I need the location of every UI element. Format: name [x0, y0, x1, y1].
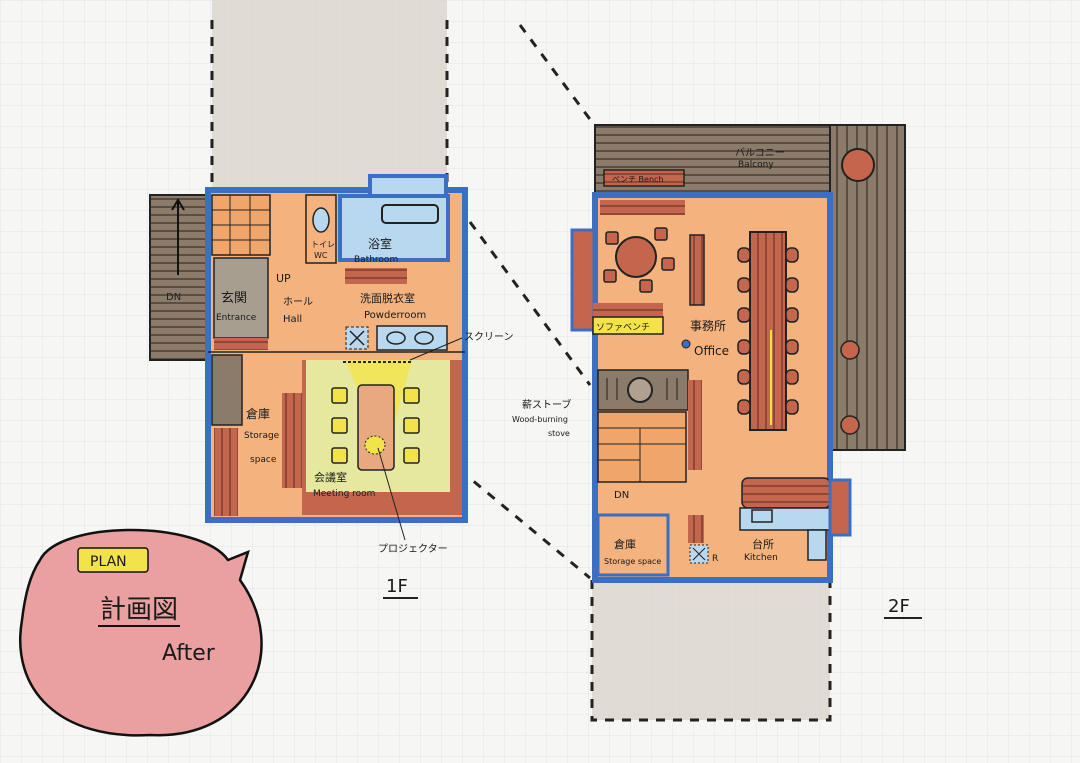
meeting-en-label: Meeting room: [313, 489, 375, 499]
storage1-en-label-2: space: [250, 455, 277, 465]
floor-2-plan: バルコニー Balcony ベンチ Bench ソファベンチ 事務所: [512, 124, 922, 619]
balcony-bench: [603, 169, 685, 187]
hall-en-label: Hall: [283, 314, 302, 325]
stove-top-icon: [807, 529, 827, 561]
office-en-label: Office: [694, 344, 729, 358]
powderroom-jp-label: 洗面脱衣室: [360, 291, 415, 305]
long-table: [749, 231, 787, 431]
kitchen-counter: [739, 507, 831, 531]
kitchen-en-label: Kitchen: [744, 553, 778, 563]
balcony-en-label: Balcony: [738, 160, 774, 170]
entrance-jp-label: 玄関: [221, 291, 247, 306]
bathroom-en-label: Bathroom: [354, 255, 398, 265]
sink-icon: [751, 509, 773, 523]
kitchen-island: [741, 477, 831, 509]
floor-1-plan: DN 玄関 Entrance UP ホール Hall トイレ WC 浴室 Bat…: [149, 174, 514, 599]
sofa-bench-label: ソファベンチ: [596, 322, 650, 333]
bathroom: [338, 194, 450, 262]
plan-tag: [77, 547, 149, 573]
hall-jp-label: ホール: [283, 296, 313, 308]
projector-note: プロジェクター: [378, 543, 448, 555]
bench-label: ベンチ Bench: [612, 175, 664, 184]
plan-badge: PLAN 計画図 After: [19, 528, 263, 737]
storage2-jp-label: 倉庫: [614, 537, 636, 551]
storage2-room: [596, 513, 670, 577]
speech-bubble: [19, 528, 263, 737]
office-jp-label: 事務所: [690, 319, 726, 333]
storage1-en-label-1: Storage: [244, 431, 280, 441]
washbasin-counter: [376, 325, 448, 351]
kitchen-jp-label: 台所: [752, 537, 774, 551]
wc-en-label: WC: [314, 251, 328, 260]
entrance-en-label: Entrance: [216, 313, 257, 323]
bathtub-icon: [381, 204, 439, 224]
toilet-icon: [312, 207, 330, 233]
balcony-chair: [840, 415, 860, 435]
balcony-table: [841, 148, 875, 182]
up-label: UP: [276, 272, 291, 285]
projector-icon: [364, 435, 386, 455]
floor1-stairs-down-label: DN: [166, 292, 181, 303]
powderroom-en-label: Powderroom: [364, 310, 426, 321]
void-areas: [210, 0, 832, 722]
badge-subtitle: After: [162, 641, 216, 666]
stove-en-label-1: Wood-burning: [512, 415, 568, 424]
plan-tag-label: PLAN: [90, 554, 127, 570]
balcony-jp-label: バルコニー: [735, 147, 785, 159]
wc-jp-label: トイレ: [311, 240, 335, 249]
meeting-jp-label: 会議室: [314, 470, 347, 484]
floor1-title: 1F: [386, 576, 408, 597]
stove-en-label-2: stove: [548, 429, 570, 438]
floor2-stairs-down-label: DN: [614, 490, 629, 501]
entrance-room: [213, 257, 269, 339]
floor2-title: 2F: [888, 596, 910, 617]
wood-stove-icon: [627, 377, 653, 403]
stove-jp-label: 薪ストーブ: [522, 398, 571, 411]
sofa-bench: [592, 316, 664, 335]
screen-note: スクリーン: [464, 331, 514, 343]
bathroom-jp-label: 浴室: [368, 236, 392, 251]
shelf: [689, 234, 705, 306]
fridge-label: R: [712, 554, 718, 564]
long-table-chairs: [737, 247, 799, 415]
meeting-table: [357, 384, 395, 471]
storage2-en-label: Storage space: [604, 557, 661, 566]
floor2-stairs: [597, 411, 687, 483]
storage1-jp-label: 倉庫: [246, 406, 270, 421]
meeting-chairs: [331, 387, 420, 464]
balcony-chair: [840, 340, 860, 360]
badge-title: 計画図: [100, 595, 178, 625]
round-table: [615, 236, 657, 278]
